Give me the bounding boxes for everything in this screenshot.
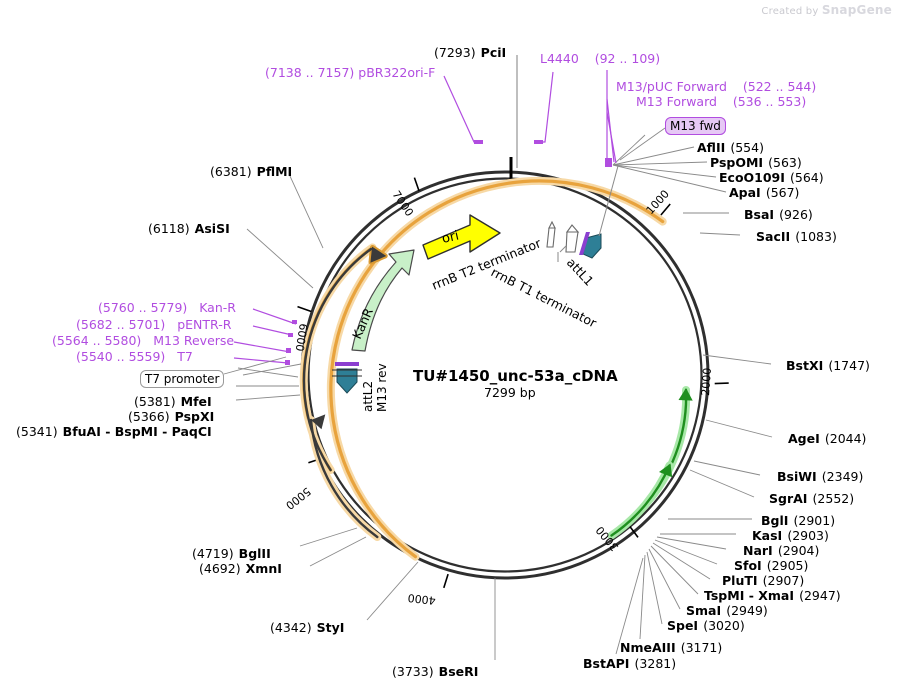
primer-t7-name: T7: [177, 349, 193, 364]
enzyme-pflmi: (6381) PflMI: [210, 164, 293, 179]
enzyme-pcii: (7293) PciI: [434, 45, 507, 60]
m13-fwd-leader: [619, 127, 666, 161]
enzyme-styi: (4342) StyI: [270, 620, 345, 635]
enzyme-kasi: KasI (2903): [752, 528, 829, 543]
rrnb-t2-terminator-glyph: [546, 220, 556, 248]
primer-pbr322ori-f-range: (7138 .. 7157): [265, 65, 355, 80]
svg-text:5000: 5000: [283, 485, 313, 512]
rrnb-t1-terminator-glyph: [557, 224, 580, 262]
t7-promoter-leader: [223, 356, 287, 375]
snapgene-watermark: Created by SnapGene: [761, 3, 892, 17]
kanr-feature-arrow: [351, 249, 415, 352]
t7-promoter-feature-box: T7 promoter: [140, 370, 225, 388]
vector-arc: [326, 176, 667, 561]
enzyme-bstapi: BstAPI (3281): [583, 656, 677, 671]
enzyme-apai: ApaI (567): [729, 185, 800, 200]
watermark-prefix: Created by: [761, 6, 819, 17]
plasmid-size: 7299 bp: [484, 385, 536, 400]
primer-leaders: [233, 70, 617, 364]
attl1-leader: [598, 165, 619, 237]
enzyme-agei: AgeI (2044): [788, 431, 867, 446]
primer-t7-range: (5540 .. 5559): [76, 349, 166, 364]
plasmid-name: TU#1450_unc-53a_cDNA: [413, 367, 618, 385]
primer-m13-reverse-name: M13 Reverse: [153, 333, 235, 348]
watermark-brand: SnapGene: [821, 3, 892, 17]
primer-m13-reverse: (5564 .. 5580) M13 Reverse: [52, 334, 234, 347]
leader-lines-bottom-left: [235, 175, 496, 660]
enzyme-mfei: (5381) MfeI: [134, 394, 212, 409]
enzyme-bfuai-bspmi-paqci: (5341) BfuAI - BspMI - PaqCI: [16, 424, 212, 439]
enzyme-sfoi: SfoI (2905): [734, 558, 809, 573]
orange-arrow-lower: [307, 414, 382, 541]
enzyme-smai: SmaI (2949): [686, 603, 768, 618]
primer-ticks: [285, 140, 612, 365]
ruler-ticks: [297, 177, 729, 589]
enzyme-sacii: SacII (1083): [756, 229, 837, 244]
primer-m13-reverse-range: (5564 .. 5580): [52, 333, 142, 348]
enzyme-asisi: (6118) AsiSI: [148, 221, 230, 236]
enzyme-bgli: BglI (2901): [761, 513, 836, 528]
primer-kan-r-range: (5760 .. 5779): [98, 300, 188, 315]
primer-m13puc-forward: M13/pUC Forward (522 .. 544): [616, 80, 816, 93]
svg-text:attL2: attL2: [361, 381, 375, 412]
primer-m13puc-forward-range: (522 .. 544): [742, 79, 817, 94]
primer-kan-r-name: Kan-R: [199, 300, 236, 315]
enzyme-bsai: BsaI (926): [744, 207, 813, 222]
leader-lines-right: [612, 134, 773, 655]
primer-pentr-r-name: pENTR-R: [177, 317, 232, 332]
svg-text:6000: 6000: [293, 323, 310, 353]
green-arrow-upper: [646, 386, 693, 503]
primer-m13puc-forward-name: M13/pUC Forward: [616, 79, 727, 94]
enzyme-pspxi: (5366) PspXI: [128, 409, 215, 424]
enzyme-bstxi: BstXI (1747): [786, 358, 870, 373]
svg-text:ori: ori: [441, 228, 461, 246]
attl2-glyph: [332, 362, 362, 394]
primer-kan-r: (5760 .. 5779) Kan-R: [98, 301, 236, 314]
enzyme-xmni: (4692) XmnI: [199, 561, 282, 576]
primer-pentr-r-range: (5682 .. 5701): [76, 317, 166, 332]
orange-arrow-upper-outline: [302, 247, 373, 472]
ori-feature-arrow: [422, 214, 501, 260]
primer-m13-forward-name: M13 Forward: [636, 94, 717, 109]
svg-text:2000: 2000: [699, 367, 714, 396]
svg-text:4000: 4000: [407, 591, 436, 607]
attl1-glyph: [579, 232, 602, 259]
enzyme-pluti: PluTI (2907): [722, 573, 805, 588]
primer-l4440: L4440 (92 .. 109): [540, 52, 660, 65]
svg-text:M13 rev: M13 rev: [375, 363, 389, 412]
primer-m13-forward-range: (536 .. 553): [732, 94, 807, 109]
svg-text:1000: 1000: [644, 188, 672, 218]
enzyme-sgrai: SgrAI (2552): [769, 491, 855, 506]
enzyme-nari: NarI (2904): [743, 543, 820, 558]
enzyme-nmeaiii: NmeAIII (3171): [620, 640, 723, 655]
enzyme-aflii: AflII (554): [697, 140, 764, 155]
enzyme-spei: SpeI (3020): [667, 618, 745, 633]
primer-pbr322ori-f-name: pBR322ori-F: [358, 65, 436, 80]
enzyme-pspomi: PspOMI (563): [710, 155, 802, 170]
primer-pentr-r: (5682 .. 5701) pENTR-R: [76, 318, 231, 331]
enzyme-ecoo109i: EcoO109I (564): [719, 170, 824, 185]
enzyme-tspmi-xmai: TspMI - XmaI (2947): [704, 588, 841, 603]
primer-l4440-name: L4440: [540, 51, 579, 66]
primer-l4440-range: (92 .. 109): [594, 51, 661, 66]
enzyme-bglii: (4719) BglII: [192, 546, 271, 561]
svg-text:attL1: attL1: [564, 255, 597, 289]
green-arrow-lower: [607, 461, 674, 540]
m13-fwd-feature-box: M13 fwd: [665, 117, 726, 135]
primer-m13-forward: M13 Forward (536 .. 553): [636, 95, 806, 108]
enzyme-bseri: (3733) BseRI: [392, 664, 479, 679]
enzyme-bsiwi: BsiWI (2349): [777, 469, 864, 484]
primer-pbr322ori-f: (7138 .. 7157) pBR322ori-F: [265, 66, 435, 79]
primer-t7: (5540 .. 5559) T7: [76, 350, 193, 363]
